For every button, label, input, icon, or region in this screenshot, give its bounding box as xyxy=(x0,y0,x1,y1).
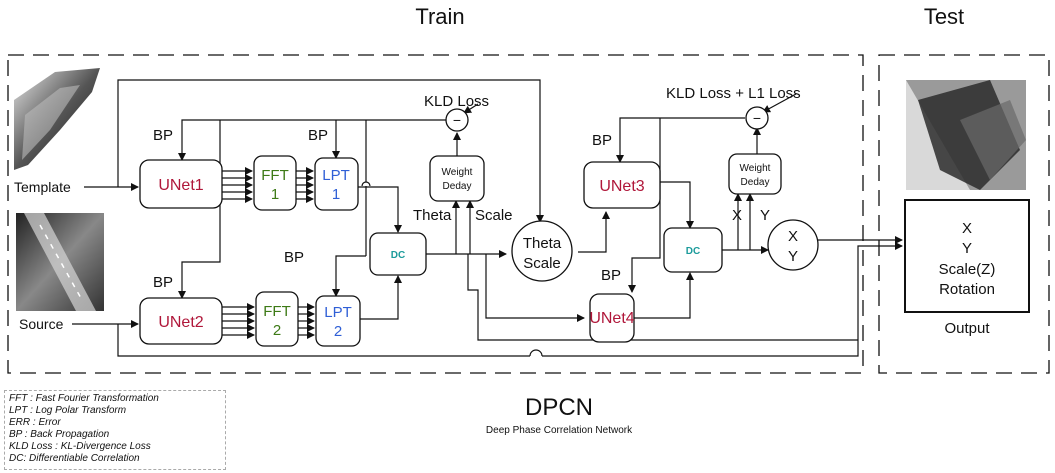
dc1-label: DC xyxy=(391,250,405,261)
subtract-node-2 xyxy=(745,106,769,130)
output-line-y: Y xyxy=(962,240,972,257)
train-heading: Train xyxy=(415,4,464,29)
bp-label-2: BP xyxy=(308,127,328,144)
unet3-label: UNet3 xyxy=(599,178,644,195)
lpt2-label-top: LPT xyxy=(324,304,352,321)
legend-item: BP : Back Propagation xyxy=(9,429,110,440)
bp-label-1: BP xyxy=(153,127,173,144)
fft2-block xyxy=(255,291,299,347)
lpt1-label-bottom: 1 xyxy=(332,186,340,203)
dc1-block xyxy=(369,232,427,276)
legend-item: FFT : Fast Fourier Transformation xyxy=(9,393,159,404)
theta-scale-line1: Theta xyxy=(523,235,562,252)
weight-decay-block-2 xyxy=(728,153,782,195)
scale-label: Scale xyxy=(475,207,513,224)
x-label: X xyxy=(732,207,742,224)
fft1-block xyxy=(253,155,297,211)
subtract-node-1-symbol: − xyxy=(453,112,461,128)
source-label: Source xyxy=(19,316,64,332)
bp-label-3: BP xyxy=(284,249,304,266)
test-heading: Test xyxy=(924,4,964,29)
lpt1-block xyxy=(314,157,359,211)
theta-scale-line2: Scale xyxy=(523,255,561,272)
xy-line1: X xyxy=(788,228,798,245)
output-caption: Output xyxy=(944,320,990,337)
weight-decay-block-1 xyxy=(429,155,485,202)
weight-decay-1-line2: Deday xyxy=(443,181,472,192)
diagram-subtitle: Deep Phase Correlation Network xyxy=(486,425,633,436)
fft2-label-top: FFT xyxy=(263,303,291,320)
lpt2-label-bottom: 2 xyxy=(334,323,342,340)
unet2-label: UNet2 xyxy=(158,314,203,331)
unet4-label: UNet4 xyxy=(589,310,634,327)
unet4-block xyxy=(589,293,635,343)
subtract-node-2-symbol: − xyxy=(753,110,761,126)
template-image xyxy=(14,68,100,170)
subtract-node-1 xyxy=(445,108,469,132)
theta-label: Theta xyxy=(413,207,452,224)
abbreviation-legend: FFT : Fast Fourier Transformation LPT : … xyxy=(4,390,226,470)
output-box xyxy=(904,199,1030,313)
unet1-label: UNet1 xyxy=(158,177,203,194)
bp-label-6: BP xyxy=(601,267,621,284)
kld-l1-loss-label: KLD Loss + L1 Loss xyxy=(666,85,801,102)
lpt2-block xyxy=(315,295,361,347)
fft2-label-bottom: 2 xyxy=(273,322,281,339)
output-line-scale: Scale(Z) xyxy=(939,261,996,278)
test-output-image xyxy=(906,80,1026,190)
legend-item: DC: Differentiable Correlation xyxy=(9,453,140,464)
train-frame xyxy=(7,54,864,374)
dc2-block xyxy=(663,227,723,273)
weight-decay-1-line1: Weight xyxy=(442,167,473,178)
diagram-title: DPCN xyxy=(525,394,593,421)
source-image xyxy=(16,213,104,311)
unet2-block xyxy=(139,297,223,345)
kld-loss-label: KLD Loss xyxy=(424,93,489,110)
test-frame xyxy=(878,54,1050,374)
fft1-label-bottom: 1 xyxy=(271,186,279,203)
bp-label-5: BP xyxy=(592,132,612,149)
xy-line2: Y xyxy=(788,248,798,265)
legend-item: ERR : Error xyxy=(9,417,61,428)
theta-scale-node xyxy=(511,220,573,282)
output-line-rotation: Rotation xyxy=(939,281,995,298)
fft1-label-top: FFT xyxy=(261,167,289,184)
dc2-label: DC xyxy=(686,246,700,257)
weight-decay-2-line2: Deday xyxy=(741,177,770,188)
template-label: Template xyxy=(14,179,71,195)
xy-node xyxy=(767,219,819,271)
lpt1-label-top: LPT xyxy=(322,167,350,184)
unet3-block xyxy=(583,161,661,209)
bp-label-4: BP xyxy=(153,274,173,291)
legend-item: LPT : Log Polar Transform xyxy=(9,405,127,416)
output-line-x: X xyxy=(962,220,972,237)
unet1-block xyxy=(139,159,223,209)
weight-decay-2-line1: Weight xyxy=(740,163,771,174)
y-label: Y xyxy=(760,207,770,224)
legend-item: KLD Loss : KL-Divergence Loss xyxy=(9,441,151,452)
